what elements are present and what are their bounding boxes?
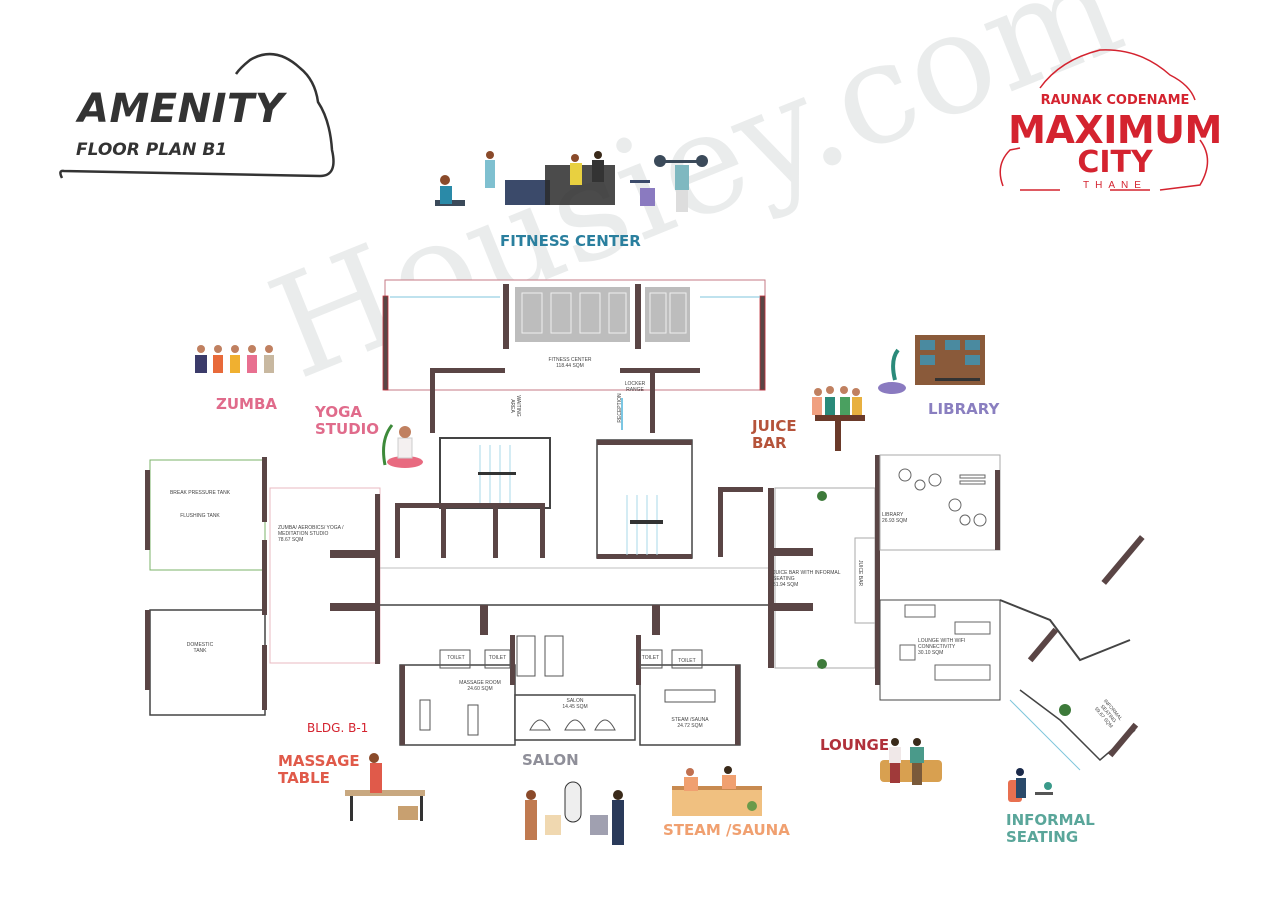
label-informal-line1: INFORMAL [1006, 811, 1095, 829]
salon-illustration [525, 781, 624, 845]
room-toilet-2: TOILET [488, 655, 507, 661]
locker-label: LOCKER RANGE [624, 381, 646, 393]
brand-outline [999, 49, 1209, 191]
label-informal-seating: INFORMAL SEATING [1006, 812, 1095, 846]
room-name: JUICE BAR WITH INFORMAL SEATING [773, 570, 841, 582]
room-fitness-center: FITNESS CENTER 118.44 SQM [540, 357, 600, 369]
room-area: 14.45 SQM [562, 704, 588, 710]
room-massage: MASSAGE ROOM 24.60 SQM [450, 680, 510, 692]
informal-seating-plan [999, 535, 1145, 771]
reception-label: RECEPTION [617, 393, 623, 423]
room-toilet-3: TOILET [641, 655, 660, 661]
core-right [596, 439, 763, 559]
yoga-illustration [382, 424, 423, 468]
building-label: BLDG. B-1 [307, 721, 369, 735]
label-library: LIBRARY [928, 400, 1000, 418]
informal-seating-illustration [1008, 768, 1053, 802]
juice-counter-label: JUICE BAR [857, 559, 863, 587]
room-name: FITNESS CENTER [548, 357, 592, 363]
massage-illustration [345, 753, 425, 821]
page-subtitle: FLOOR PLAN B1 [76, 140, 228, 160]
zumba-illustration [195, 345, 274, 373]
fitness-center-plan [382, 279, 766, 433]
room-toilet-1: TOILET [447, 655, 465, 661]
room-break-pressure-tank: BREAK PRESSURE TANK [169, 490, 231, 496]
juice-bar-illustration [812, 386, 865, 451]
brand-tagline: RAUNAK CODENAME [1040, 93, 1190, 108]
brand-location: THANE [1083, 180, 1147, 191]
room-name: MASSAGE ROOM [459, 680, 501, 686]
room-lounge: LOUNGE WITH WIFI CONNECTIVITY 30.10 SQM [918, 638, 978, 656]
room-toilet-4: TOILET [678, 658, 696, 664]
title-outline [59, 52, 335, 179]
steam-sauna-illustration [672, 766, 762, 816]
bottom-rooms-plan [399, 605, 741, 746]
label-massage-table: MASSAGE TABLE [278, 753, 360, 787]
room-area: 30.10 SQM [918, 650, 944, 656]
brand-name: MAXIMUM [1008, 108, 1222, 152]
label-juice-line2: BAR [752, 434, 787, 452]
room-juice-bar: JUICE BAR WITH INFORMAL SEATING 51.94 SQ… [773, 570, 853, 588]
label-steam-sauna: STEAM /SAUNA [663, 821, 790, 839]
room-name: STEAM /SAUNA [671, 717, 709, 723]
room-steam-sauna: STEAM /SAUNA 24.72 SQM [665, 717, 715, 729]
label-salon: SALON [522, 751, 579, 769]
room-area: 51.94 SQM [773, 582, 799, 588]
room-area: 24.60 SQM [467, 686, 493, 692]
label-fitness-center: FITNESS CENTER [500, 232, 641, 250]
brand-name-line2: CITY [1077, 145, 1153, 180]
label-yoga-line2: STUDIO [315, 420, 379, 438]
label-yoga-studio: YOGA STUDIO [315, 404, 379, 438]
room-name: LIBRARY [882, 512, 904, 518]
room-name: ZUMBA/ AEROBICS/ YOGA / MEDITATION STUDI… [278, 525, 344, 537]
room-name: SALON [566, 698, 584, 704]
lounge-illustration [880, 738, 942, 785]
label-massage-line1: MASSAGE [278, 752, 360, 770]
page-title: AMENITY [78, 86, 285, 132]
zumba-studio-plan [269, 487, 381, 664]
room-area: 24.72 SQM [677, 723, 703, 729]
waiting-area-label: WAITING AREA [509, 395, 521, 417]
label-juice-bar: JUICE BAR [752, 418, 797, 452]
room-salon: SALON 14.45 SQM [555, 698, 595, 710]
fitness-illustration [435, 151, 708, 212]
label-lounge: LOUNGE [820, 736, 890, 754]
room-name: LOUNGE WITH WIFI CONNECTIVITY [918, 638, 966, 650]
library-illustration [878, 335, 985, 394]
label-zumba: ZUMBA [216, 395, 278, 413]
room-zumba-studio: ZUMBA/ AEROBICS/ YOGA / MEDITATION STUDI… [278, 525, 348, 543]
room-area: 78.67 SQM [278, 537, 304, 543]
right-wing-plan [768, 454, 1001, 701]
room-flushing-tank: FLUSHING TANK [180, 513, 220, 519]
core-left [395, 437, 551, 558]
room-library: LIBRARY 26.93 SQM [882, 512, 922, 524]
label-juice-line1: JUICE [752, 417, 797, 435]
room-domestic-tank: DOMESTIC TANK [186, 642, 214, 654]
room-area: 26.93 SQM [882, 518, 908, 524]
label-informal-line2: SEATING [1006, 828, 1079, 846]
tanks-plan [145, 457, 267, 716]
label-massage-line2: TABLE [278, 769, 330, 787]
label-yoga-line1: YOGA [315, 403, 362, 421]
room-area: 118.44 SQM [556, 363, 584, 369]
